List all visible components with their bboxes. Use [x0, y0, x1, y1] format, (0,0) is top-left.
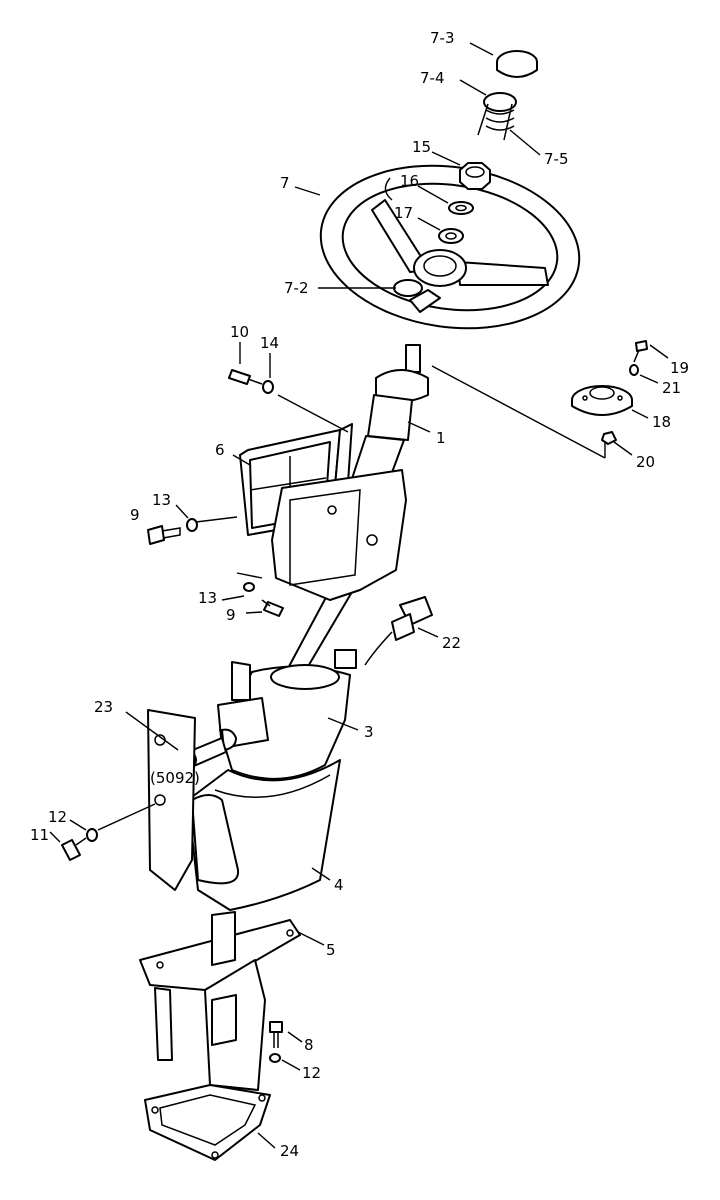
horn-cap [496, 50, 538, 78]
callout-20: 20 [636, 453, 655, 471]
side-panel [147, 661, 251, 891]
leader-lines [49, 42, 669, 1149]
callout-23: 23 [94, 698, 113, 716]
column-housing [217, 649, 357, 780]
tilt-plate [271, 469, 407, 601]
callout-7-2: 7-2 [284, 279, 309, 297]
flange-plate [571, 385, 633, 416]
callout-24: 24 [280, 1142, 299, 1160]
base-plate [144, 1084, 271, 1161]
callout-4: 4 [334, 876, 344, 894]
column-switch [364, 596, 433, 666]
callout-1: 1 [436, 429, 446, 447]
callout-13-lower: 13 [198, 589, 217, 607]
flat-washer [438, 228, 464, 244]
callout-9-lower: 9 [226, 606, 236, 624]
callout-12-left: 12 [48, 808, 67, 826]
callout-7-4: 7-4 [420, 69, 445, 87]
steering-wheel [319, 164, 581, 330]
callout-3: 3 [364, 723, 374, 741]
callout-7-5: 7-5 [544, 150, 569, 168]
callout-22: 22 [442, 634, 461, 652]
callout-7-3: 7-3 [430, 29, 455, 47]
callout-9-upper: 9 [130, 506, 140, 524]
callout-16: 16 [400, 172, 419, 190]
horn-contact-spring [477, 92, 517, 141]
callout-8: 8 [304, 1036, 314, 1054]
callout-15: 15 [412, 138, 431, 156]
callout-11: 11 [30, 826, 49, 844]
callout-14: 14 [260, 334, 279, 352]
callout-5092: (5092) [150, 769, 200, 787]
callout-19: 19 [670, 359, 689, 377]
callout-5: 5 [326, 941, 336, 959]
callout-18: 18 [652, 413, 671, 431]
callout-21: 21 [662, 379, 681, 397]
callout-12-lower: 12 [302, 1064, 321, 1082]
column-cover [187, 759, 341, 911]
lock-washer [448, 201, 474, 215]
hardware [61, 340, 648, 1063]
callout-6: 6 [215, 441, 225, 459]
mounting-bracket [139, 911, 301, 1091]
wheel-nut [459, 162, 491, 190]
callout-7: 7 [280, 174, 290, 192]
callout-10: 10 [230, 323, 249, 341]
callout-17: 17 [394, 204, 413, 222]
callout-13-upper: 13 [152, 491, 171, 509]
